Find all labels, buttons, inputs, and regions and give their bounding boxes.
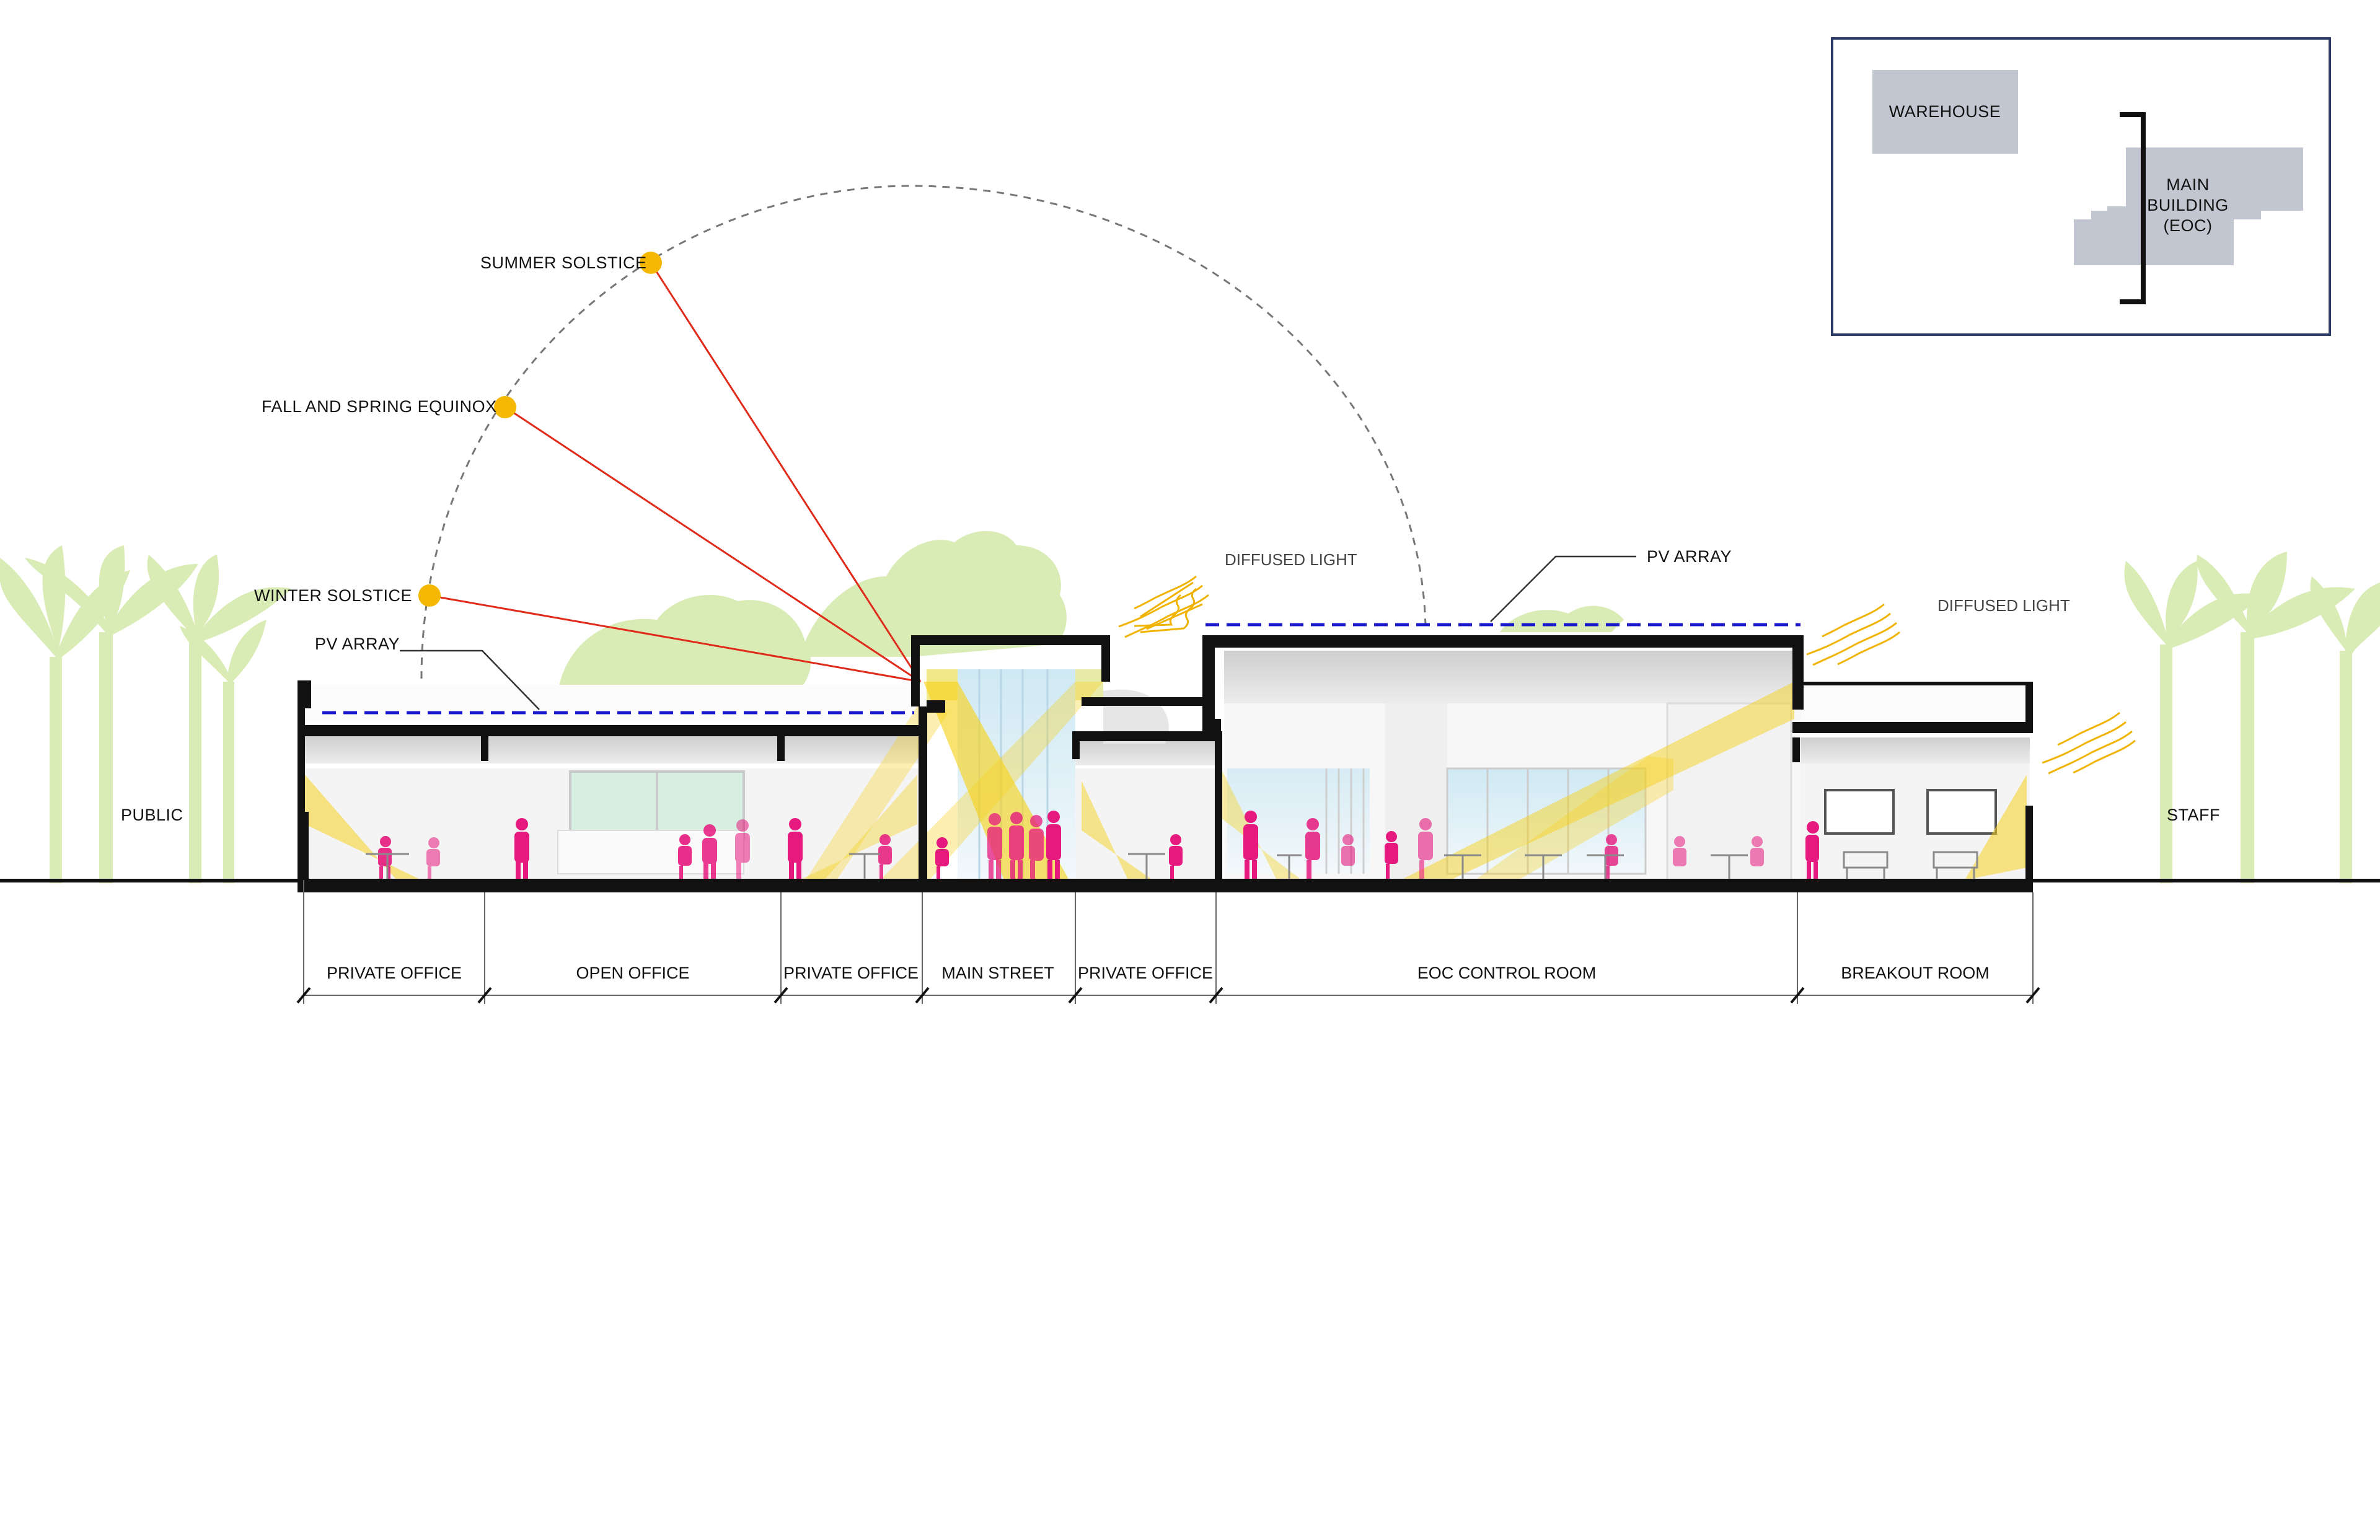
floor-slab xyxy=(298,880,2033,892)
diffused-light-icon xyxy=(1118,575,1209,638)
pv-array-leader-right xyxy=(1490,555,1636,622)
building-interiors xyxy=(305,651,2030,881)
key-plan-warehouse xyxy=(1872,70,2018,154)
furniture xyxy=(366,851,1978,879)
breakout-screen xyxy=(1824,789,1895,835)
sun-path-arc xyxy=(420,185,1427,679)
key-plan-main-building xyxy=(2074,147,2303,265)
palm-tree xyxy=(2310,576,2380,883)
summer-sun-icon xyxy=(640,252,662,274)
sun-rays xyxy=(429,262,922,683)
winter-solstice-label: WINTER SOLSTICE xyxy=(254,586,412,605)
palm-tree xyxy=(180,620,267,883)
palm-tree xyxy=(0,545,130,883)
room-label: BREAKOUT ROOM xyxy=(1841,964,1990,982)
building-structure xyxy=(0,635,2380,892)
room-label: PRIVATE OFFICE xyxy=(327,964,462,982)
palm-tree xyxy=(25,545,198,883)
dimension-string xyxy=(303,880,2034,1004)
dimension-ticks xyxy=(296,987,2040,1004)
public-zone-label: PUBLIC xyxy=(121,806,183,824)
palm-tree xyxy=(147,555,291,883)
breakout-screen xyxy=(1926,789,1997,835)
palm-tree xyxy=(2124,561,2262,883)
diffused-light-label-right: DIFFUSED LIGHT xyxy=(1937,596,2070,615)
key-plan-warehouse-label: WAREHOUSE xyxy=(1889,102,2001,121)
pv-array-label-left: PV ARRAY xyxy=(315,635,400,653)
key-plan-main-label: (EOC) xyxy=(2164,216,2213,235)
equinox-label: FALL AND SPRING EQUINOX xyxy=(262,397,497,416)
key-plan: WAREHOUSE MAIN BUILDING (EOC) xyxy=(1831,37,2331,336)
room-label: EOC CONTROL ROOM xyxy=(1417,964,1597,982)
leafy-tree xyxy=(1500,605,1624,632)
equinox-sun-icon xyxy=(494,396,516,418)
room-label: MAIN STREET xyxy=(941,964,1054,982)
key-plan-main-label: BUILDING xyxy=(2147,196,2229,214)
section-cut-marker xyxy=(2120,112,2146,304)
palm-tree xyxy=(2197,552,2355,883)
diffused-light-label-center: DIFFUSED LIGHT xyxy=(1225,550,1357,569)
room-label: PRIVATE OFFICE xyxy=(1078,964,1213,982)
staff-zone-label: STAFF xyxy=(2167,806,2220,824)
key-plan-main-label: MAIN xyxy=(2166,175,2210,194)
people-silhouettes xyxy=(378,811,1819,879)
room-label: OPEN OFFICE xyxy=(576,964,689,982)
summer-solstice-label: SUMMER SOLSTICE xyxy=(480,253,647,272)
pv-array-label-right: PV ARRAY xyxy=(1647,547,1732,566)
pv-array-leader-left xyxy=(400,649,540,710)
room-label: PRIVATE OFFICE xyxy=(783,964,919,982)
diffused-light-icon xyxy=(2042,711,2136,775)
diffused-light-icon xyxy=(1806,603,1900,666)
winter-sun-icon xyxy=(418,584,441,607)
leafy-tree xyxy=(558,595,811,694)
leafy-tree xyxy=(800,530,1067,657)
